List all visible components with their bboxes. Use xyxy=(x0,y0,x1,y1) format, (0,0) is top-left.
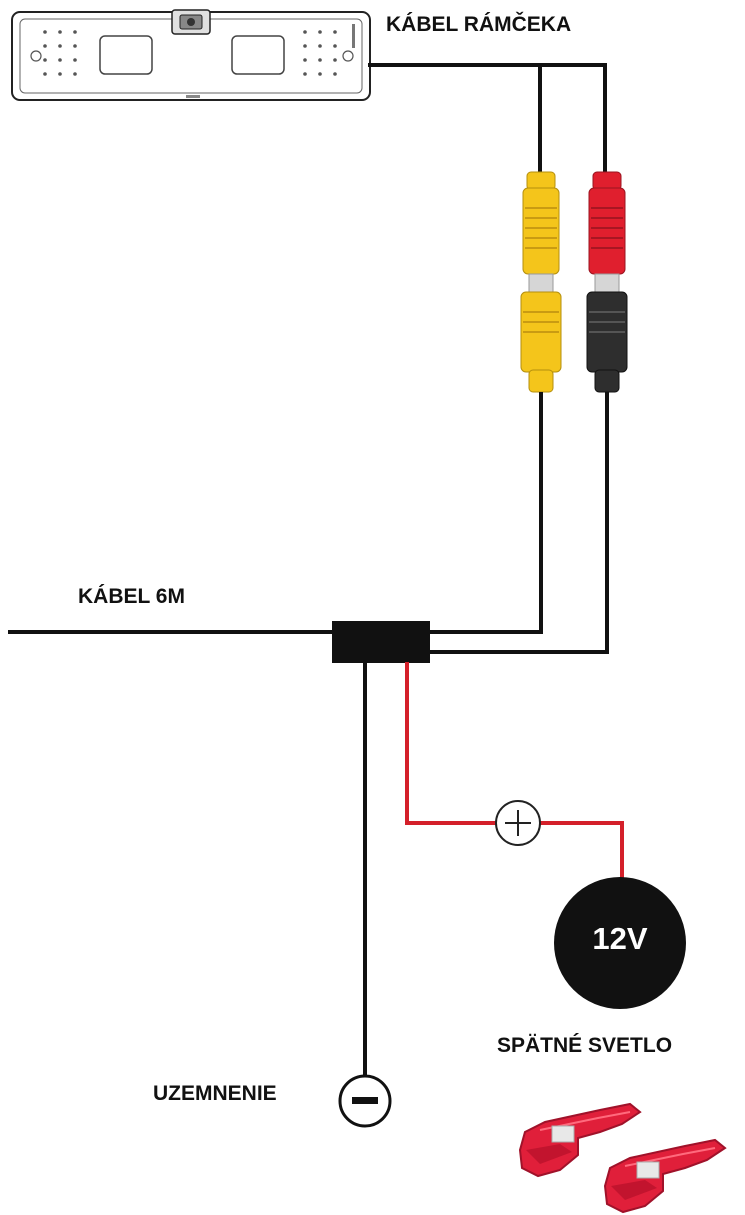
frame-cable xyxy=(368,63,607,172)
reverse-light-label: SPÄTNÉ SVETLO xyxy=(497,1034,673,1057)
rca-connector-red xyxy=(586,171,628,393)
minus-icon xyxy=(338,1074,392,1128)
power-wire xyxy=(405,662,624,880)
wire-tap-connector-icon xyxy=(518,1102,642,1178)
led-dots-right xyxy=(303,24,355,76)
rca-cables xyxy=(430,392,609,654)
junction-box xyxy=(332,621,430,663)
wire-tap-connector-icon xyxy=(603,1138,727,1214)
camera-icon xyxy=(171,9,211,35)
led-dots-left xyxy=(30,30,77,76)
plus-icon xyxy=(495,800,541,846)
voltage-label: 12V xyxy=(592,921,648,956)
rca-connector-yellow xyxy=(520,171,562,393)
reverse-light-12v xyxy=(554,877,686,1009)
license-plate-frame xyxy=(11,9,371,101)
cable-6m-label: KÁBEL 6M xyxy=(78,585,185,608)
frame-cable-label: KÁBEL RÁMČEKA xyxy=(386,13,572,36)
ground-label: UZEMNENIE xyxy=(153,1082,277,1105)
